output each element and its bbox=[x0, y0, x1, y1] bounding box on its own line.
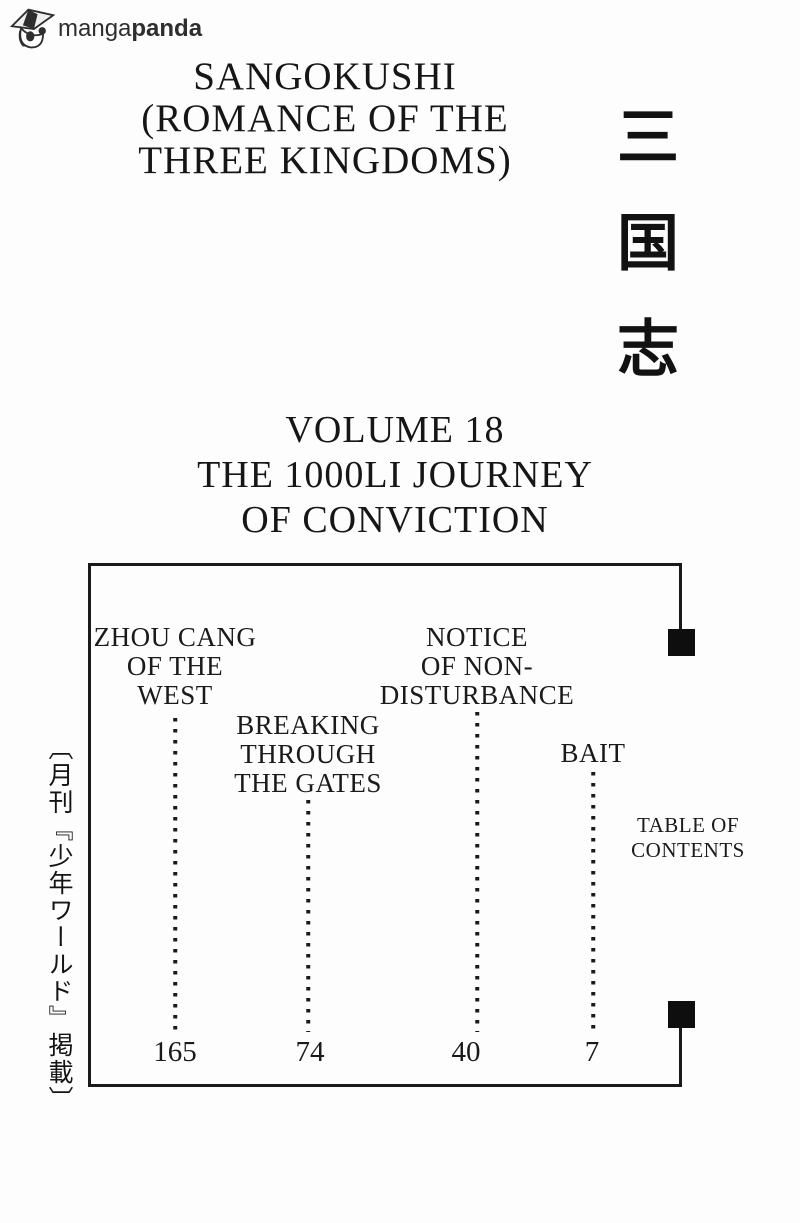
box-right-border-top-segment bbox=[679, 566, 682, 634]
chapter-title-line: THE GATES bbox=[234, 768, 382, 798]
series-title-line-1: SANGOKUSHI bbox=[193, 55, 457, 98]
chapter-title-line: NOTICE bbox=[426, 622, 528, 652]
chapter-title-bait: BAIT bbox=[561, 739, 626, 768]
chapter-title-notice: NOTICE OF NON- DISTURBANCE bbox=[380, 623, 575, 710]
toc-box: ZHOU CANG OF THE WEST 165 BREAKING THROU… bbox=[88, 563, 695, 1087]
volume-title: VOLUME 18 THE 1000LI JOURNEY OF CONVICTI… bbox=[150, 408, 640, 543]
kanji-series-title: 三国志 bbox=[607, 104, 675, 422]
decorative-square-bottom bbox=[668, 1001, 695, 1028]
decorative-square-top bbox=[668, 629, 695, 656]
series-title-line-2: (ROMANCE OF THE bbox=[141, 97, 509, 140]
page-number: 165 bbox=[153, 1036, 197, 1068]
volume-title-line-2: THE 1000LI JOURNEY bbox=[197, 454, 593, 496]
series-title: SANGOKUSHI (ROMANCE OF THE THREE KINGDOM… bbox=[100, 56, 550, 182]
site-logo: mangapanda bbox=[10, 6, 202, 52]
dotted-leader bbox=[306, 800, 310, 1032]
chapter-title-line: WEST bbox=[137, 680, 213, 710]
toc-label-line-2: CONTENTS bbox=[631, 838, 745, 862]
volume-title-line-1: VOLUME 18 bbox=[285, 409, 505, 451]
chapter-title-line: BAIT bbox=[560, 738, 626, 768]
chapter-title-zhou-cang: ZHOU CANG OF THE WEST bbox=[94, 623, 257, 710]
toc-label-line-1: TABLE OF bbox=[636, 813, 740, 837]
logo-text-panda: panda bbox=[131, 15, 203, 42]
chapter-title-line: THROUGH bbox=[240, 739, 376, 769]
site-logo-text: mangapanda bbox=[58, 15, 202, 43]
series-title-line-3: THREE KINGDOMS) bbox=[138, 139, 512, 182]
dotted-leader bbox=[173, 718, 177, 1032]
page-number: 74 bbox=[295, 1036, 325, 1068]
dotted-leader bbox=[591, 772, 595, 1032]
page-number: 40 bbox=[451, 1036, 481, 1068]
dotted-leader bbox=[475, 712, 479, 1032]
chapter-title-line: OF NON- bbox=[420, 651, 534, 681]
toc-label: TABLE OF CONTENTS bbox=[620, 813, 756, 863]
panda-paper-hat-icon bbox=[10, 8, 56, 49]
chapter-title-line: ZHOU CANG bbox=[93, 622, 257, 652]
chapter-title-breaking-through: BREAKING THROUGH THE GATES bbox=[234, 711, 382, 798]
volume-title-line-3: OF CONVICTION bbox=[241, 499, 549, 541]
page-number: 7 bbox=[584, 1036, 600, 1068]
box-right-border-bottom-segment bbox=[679, 1022, 682, 1084]
chapter-title-line: DISTURBANCE bbox=[379, 680, 575, 710]
serialization-note: 〔月刊『少年ワールド』掲載〕 bbox=[45, 735, 72, 1113]
logo-text-manga: manga bbox=[58, 15, 132, 42]
chapter-title-line: OF THE bbox=[126, 651, 224, 681]
chapter-title-line: BREAKING bbox=[236, 710, 380, 740]
